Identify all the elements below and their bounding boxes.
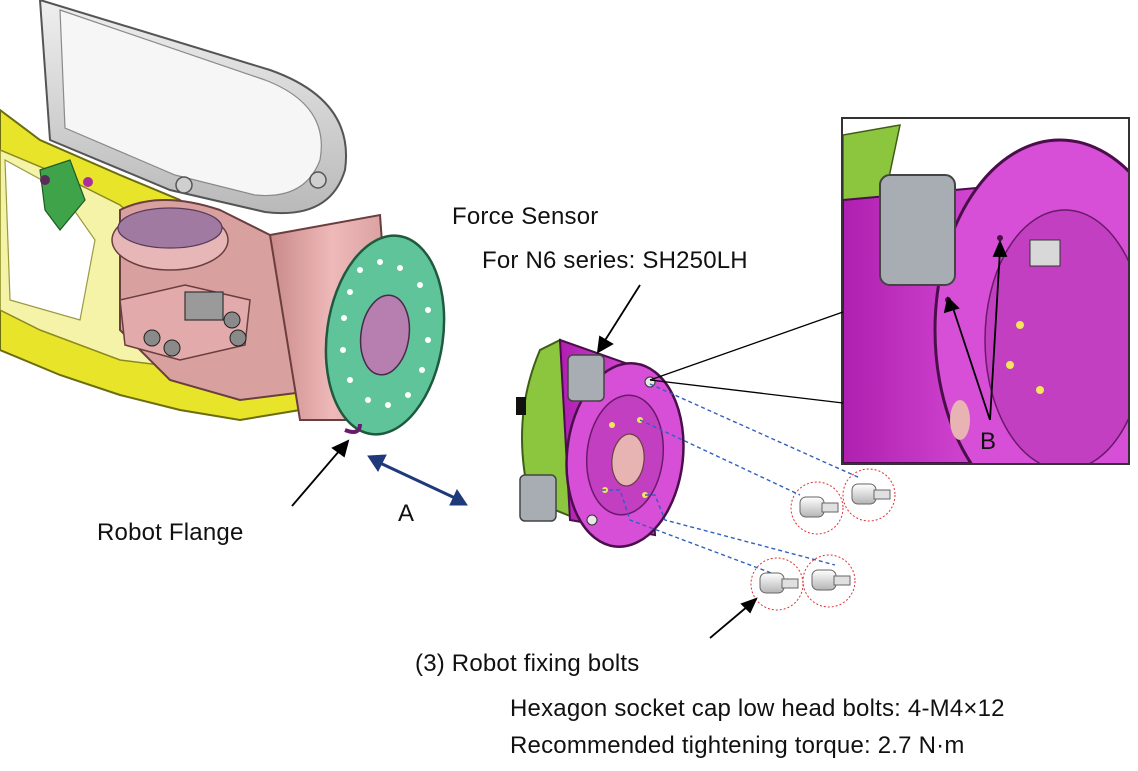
force-sensor-label: Force Sensor	[452, 203, 599, 230]
callout-b-label: B	[980, 428, 997, 455]
bolt-icon	[802, 554, 856, 608]
robot-arm	[0, 0, 446, 436]
bolt-icon	[750, 557, 804, 611]
detail-inset	[841, 117, 1130, 465]
label-arrows	[291, 284, 758, 639]
inset-leader-lines	[649, 311, 844, 404]
arrow-a-label: A	[398, 500, 415, 527]
bolt-icon	[790, 481, 844, 535]
torque-label: Recommended tightening torque: 2.7 N·m	[510, 732, 965, 759]
force-sensor	[516, 338, 685, 548]
bolts-title-label: (3) Robot fixing bolts	[415, 650, 640, 677]
double-arrow-icon	[367, 454, 468, 506]
bolt-icon	[842, 468, 896, 522]
bolts-spec-label: Hexagon socket cap low head bolts: 4-M4×…	[510, 695, 1005, 722]
sensor-model-label: For N6 series: SH250LH	[482, 247, 748, 274]
bolt-paths	[602, 383, 861, 581]
robot-flange-label: Robot Flange	[97, 519, 244, 546]
fixing-bolts	[750, 468, 896, 611]
